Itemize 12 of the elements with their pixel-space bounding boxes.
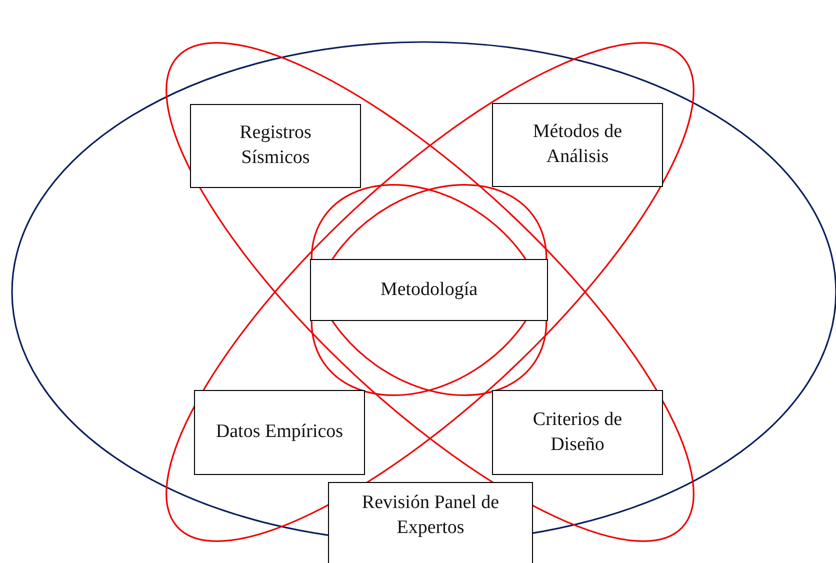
box-label: Criterios de Diseño [532, 408, 624, 456]
concept-box [310, 259, 548, 321]
concept-box [328, 482, 533, 563]
box-label: Datos Empíricos [216, 420, 344, 444]
concept-box [492, 390, 663, 475]
box-label: Metodología [380, 278, 478, 302]
box-label: Revisión Panel de Expertos [360, 491, 500, 540]
concept-box [492, 103, 663, 187]
concept-box [190, 104, 361, 188]
concept-box [194, 390, 365, 475]
box-label: Registros Sísmicos [238, 121, 312, 170]
box-label: Métodos de Análisis [532, 120, 624, 169]
